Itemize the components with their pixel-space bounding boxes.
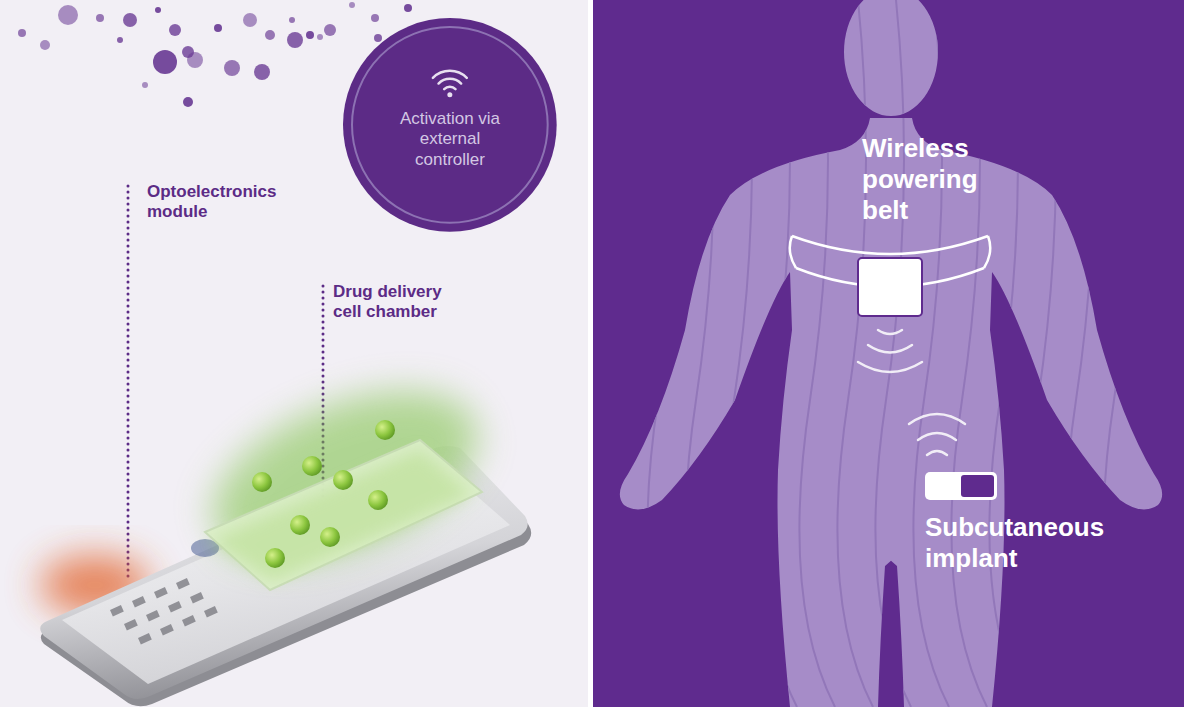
figure-label: Wireless powering belt	[862, 133, 1002, 227]
part-label: Optoelectronics module	[147, 182, 287, 223]
human-body	[593, 0, 1184, 707]
wireless-waves	[858, 330, 965, 455]
leader-line	[127, 186, 130, 582]
wifi-icon	[433, 71, 467, 89]
implant-device	[40, 358, 531, 707]
circle-text: Activation via external controller	[391, 109, 509, 170]
left-panel	[0, 0, 588, 707]
activation-circle: Activation via external controller	[342, 17, 558, 233]
implant-icon	[925, 472, 997, 500]
right-panel	[593, 0, 1184, 707]
part-label: Drug delivery cell chamber	[333, 282, 463, 323]
figure-label: Subcutaneous implant	[925, 512, 1145, 574]
powering-belt	[790, 236, 991, 316]
